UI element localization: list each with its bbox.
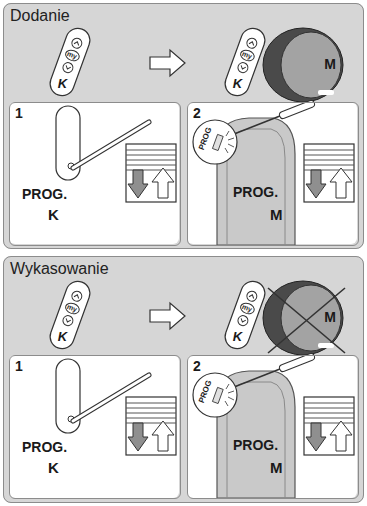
button-name: PROG. xyxy=(233,185,278,200)
step-ground xyxy=(187,355,357,498)
button-marking: PROG xyxy=(198,126,214,151)
step-ground xyxy=(187,102,357,244)
remote-prog-illustration xyxy=(56,106,176,202)
pairing-illustration xyxy=(47,278,343,355)
pairing-illustration xyxy=(47,25,343,102)
step-number: 1 xyxy=(15,106,23,121)
step-box: 1PROG. K xyxy=(9,355,181,499)
button-name: PROG. xyxy=(22,187,67,202)
device-letter: M xyxy=(324,310,336,324)
step-box: 2PROG PROG. M xyxy=(187,102,359,246)
device-letter: M xyxy=(270,460,283,477)
remote-prog-illustration xyxy=(56,359,176,455)
device-letter: K xyxy=(58,329,67,342)
device-letter: K xyxy=(48,460,59,477)
step-ground xyxy=(9,355,179,498)
device-letter: K xyxy=(233,329,242,342)
device-letter: M xyxy=(270,207,283,224)
device-letter: K xyxy=(58,76,67,89)
step-number: 2 xyxy=(193,106,201,121)
step-ground xyxy=(9,102,179,244)
step-box: 1PROG. K xyxy=(9,102,181,246)
panel-ground xyxy=(3,256,364,503)
button-name: PROG. xyxy=(22,440,67,455)
button-name: PROG. xyxy=(233,438,278,453)
motor-prog-illustration xyxy=(193,104,354,245)
device-letter: K xyxy=(48,207,59,224)
step-number: 1 xyxy=(15,359,23,374)
device-letter: K xyxy=(233,76,242,89)
step-box: 2PROG PROG. M xyxy=(187,355,359,499)
procedure-panel: Dodanie 1PROG. K 2PROG PROG. M xyxy=(3,3,364,249)
button-marking: PROG xyxy=(198,379,214,404)
panel-title: Wykasowanie xyxy=(10,260,109,278)
panel-ground xyxy=(3,3,364,249)
motor-prog-illustration xyxy=(193,357,354,498)
panel-title: Dodanie xyxy=(10,7,70,25)
device-letter: M xyxy=(324,57,336,71)
procedure-panel: Wykasowanie 1PROG. K 2PROG PROG. M xyxy=(3,256,364,503)
step-number: 2 xyxy=(193,359,201,374)
cross-mark xyxy=(268,288,345,353)
